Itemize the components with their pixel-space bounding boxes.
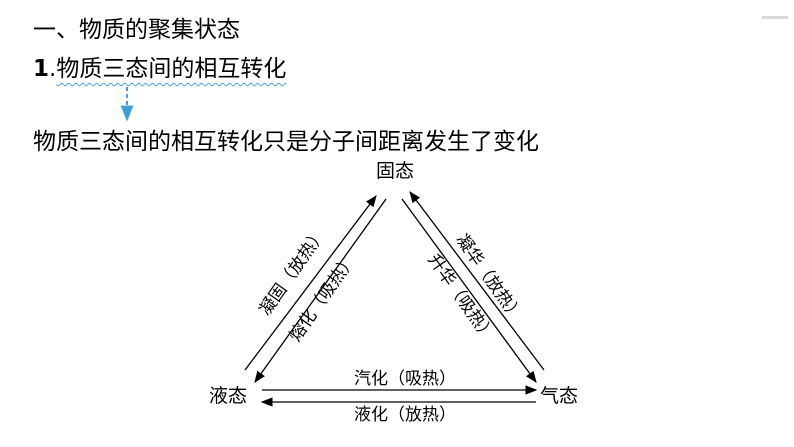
- deposition-arrow: [409, 191, 545, 371]
- subtitle-dot: .: [49, 56, 57, 82]
- node-solid: 固态: [376, 160, 415, 182]
- section-title: 一、物质的聚集状态: [33, 17, 240, 43]
- label-liquefaction: 液化（放热）: [354, 405, 456, 425]
- node-liquid: 液态: [209, 385, 248, 407]
- melting-arrow: [254, 198, 387, 383]
- label-vaporization: 汽化（吸热）: [354, 369, 456, 389]
- solidification-arrow: [244, 195, 377, 371]
- decorative-bar: [762, 16, 788, 19]
- subtitle-text: 物质三态间的相互转化: [56, 56, 287, 82]
- subtitle: 1.物质三态间的相互转化: [33, 53, 286, 85]
- sublimation-arrow: [401, 198, 537, 383]
- node-gas: 气态: [540, 385, 579, 407]
- statement-text: 物质三态间的相互转化只是分子间距离发生了变化: [33, 129, 539, 155]
- subtitle-number: 1: [33, 56, 50, 82]
